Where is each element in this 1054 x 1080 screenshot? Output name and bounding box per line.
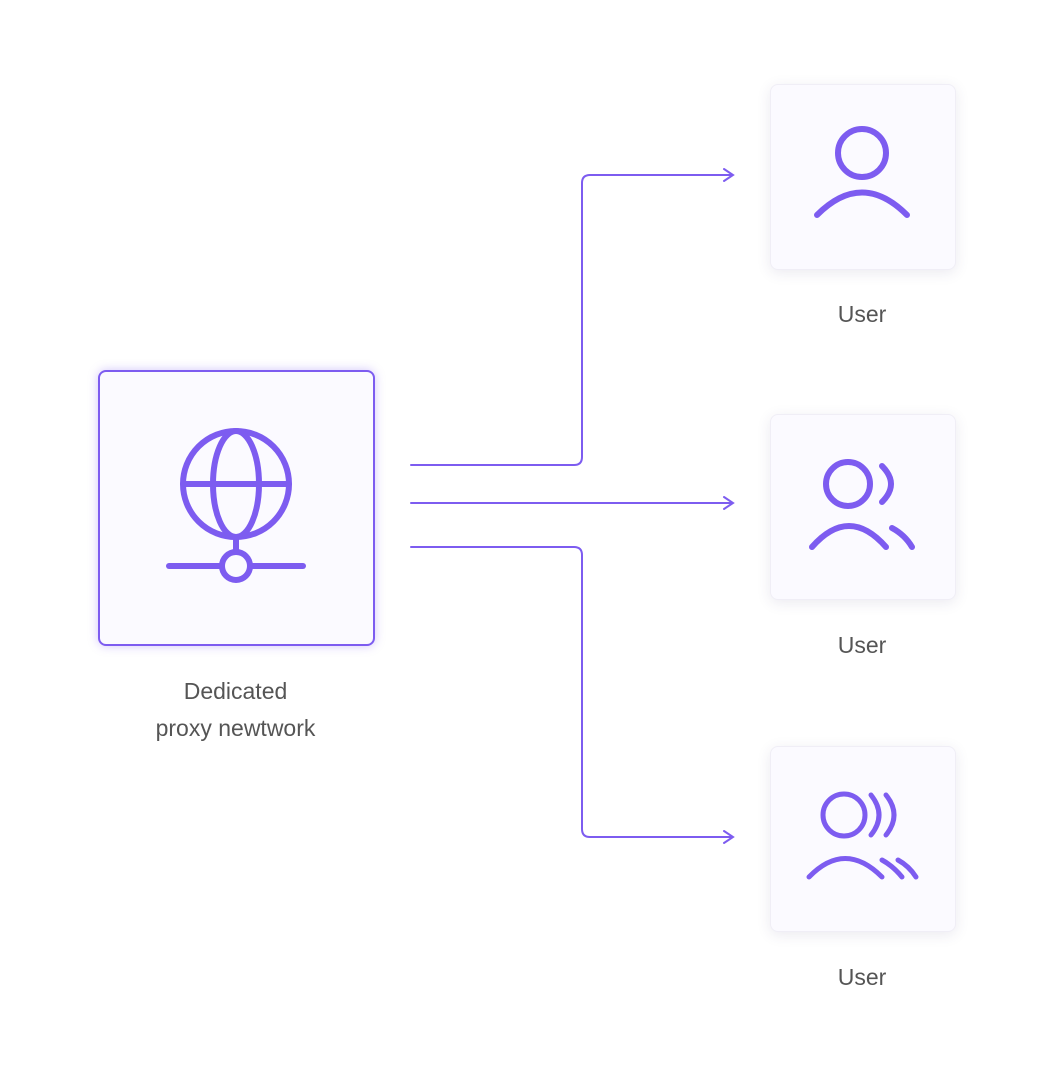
proxy-network-label: Dedicated proxy newtwork: [98, 673, 373, 747]
globe-network-icon: [166, 428, 306, 583]
user-node-3: [770, 746, 956, 932]
user-group-icon: [809, 459, 915, 550]
user-label-2: User: [837, 632, 887, 658]
connectors: [410, 168, 735, 844]
user-node-2: [770, 414, 956, 600]
connector-to-user-1: [410, 168, 735, 466]
proxy-label-line-2: proxy newtwork: [155, 715, 316, 741]
connector-to-user-3: [410, 546, 735, 844]
connector-to-user-2: [410, 496, 735, 510]
user-label-1: User: [837, 301, 887, 327]
single-user-icon: [814, 126, 910, 218]
proxy-label-line-1: Dedicated: [183, 678, 288, 704]
proxy-network-node: [98, 370, 375, 646]
user-group-large-icon: [806, 791, 919, 880]
user-label-3: User: [837, 964, 887, 990]
